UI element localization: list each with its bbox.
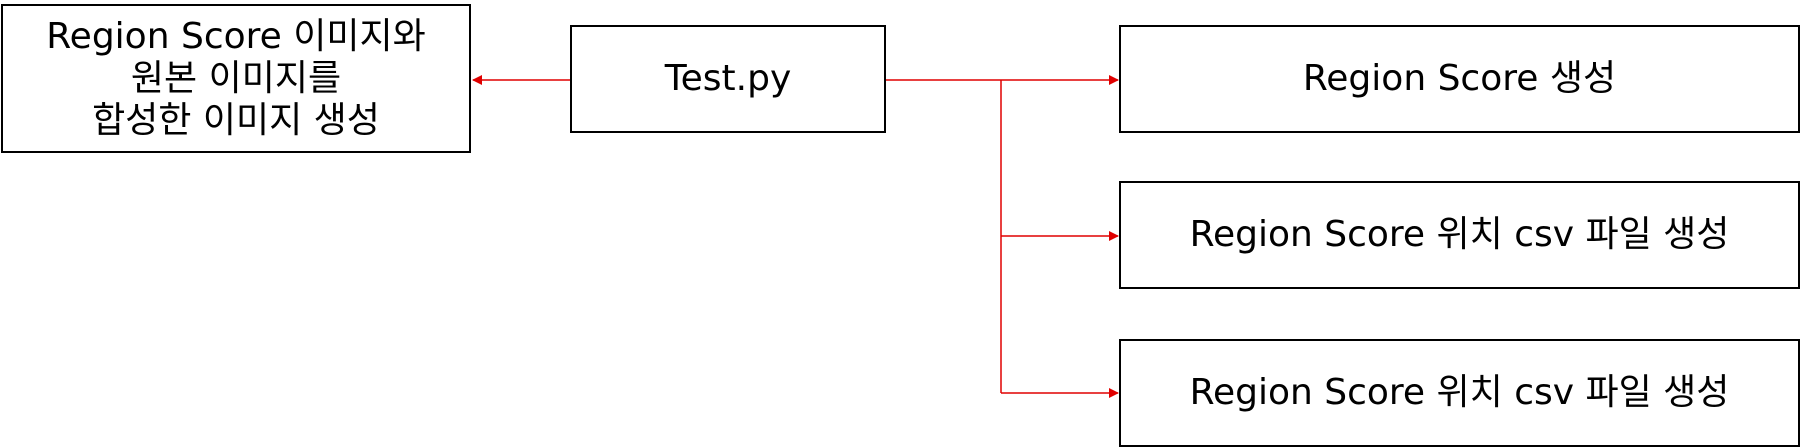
region-score-label: Region Score 생성 [1302, 58, 1617, 99]
test-py-label: Test.py [664, 58, 792, 99]
region-score-node: Region Score 생성 [1119, 25, 1800, 133]
composite-node-line-2: 원본 이미지를 [130, 57, 342, 99]
composite-node-line-1: Region Score 이미지와 [46, 15, 426, 57]
csv-node-2-label: Region Score 위치 csv 파일 생성 [1189, 372, 1730, 413]
csv-node-1: Region Score 위치 csv 파일 생성 [1119, 181, 1800, 289]
test-py-node: Test.py [570, 25, 886, 133]
csv-node-2: Region Score 위치 csv 파일 생성 [1119, 339, 1800, 447]
composite-image-node: Region Score 이미지와 원본 이미지를 합성한 이미지 생성 [1, 4, 471, 153]
csv-node-1-label: Region Score 위치 csv 파일 생성 [1189, 214, 1730, 255]
composite-node-line-3: 합성한 이미지 생성 [92, 99, 380, 141]
